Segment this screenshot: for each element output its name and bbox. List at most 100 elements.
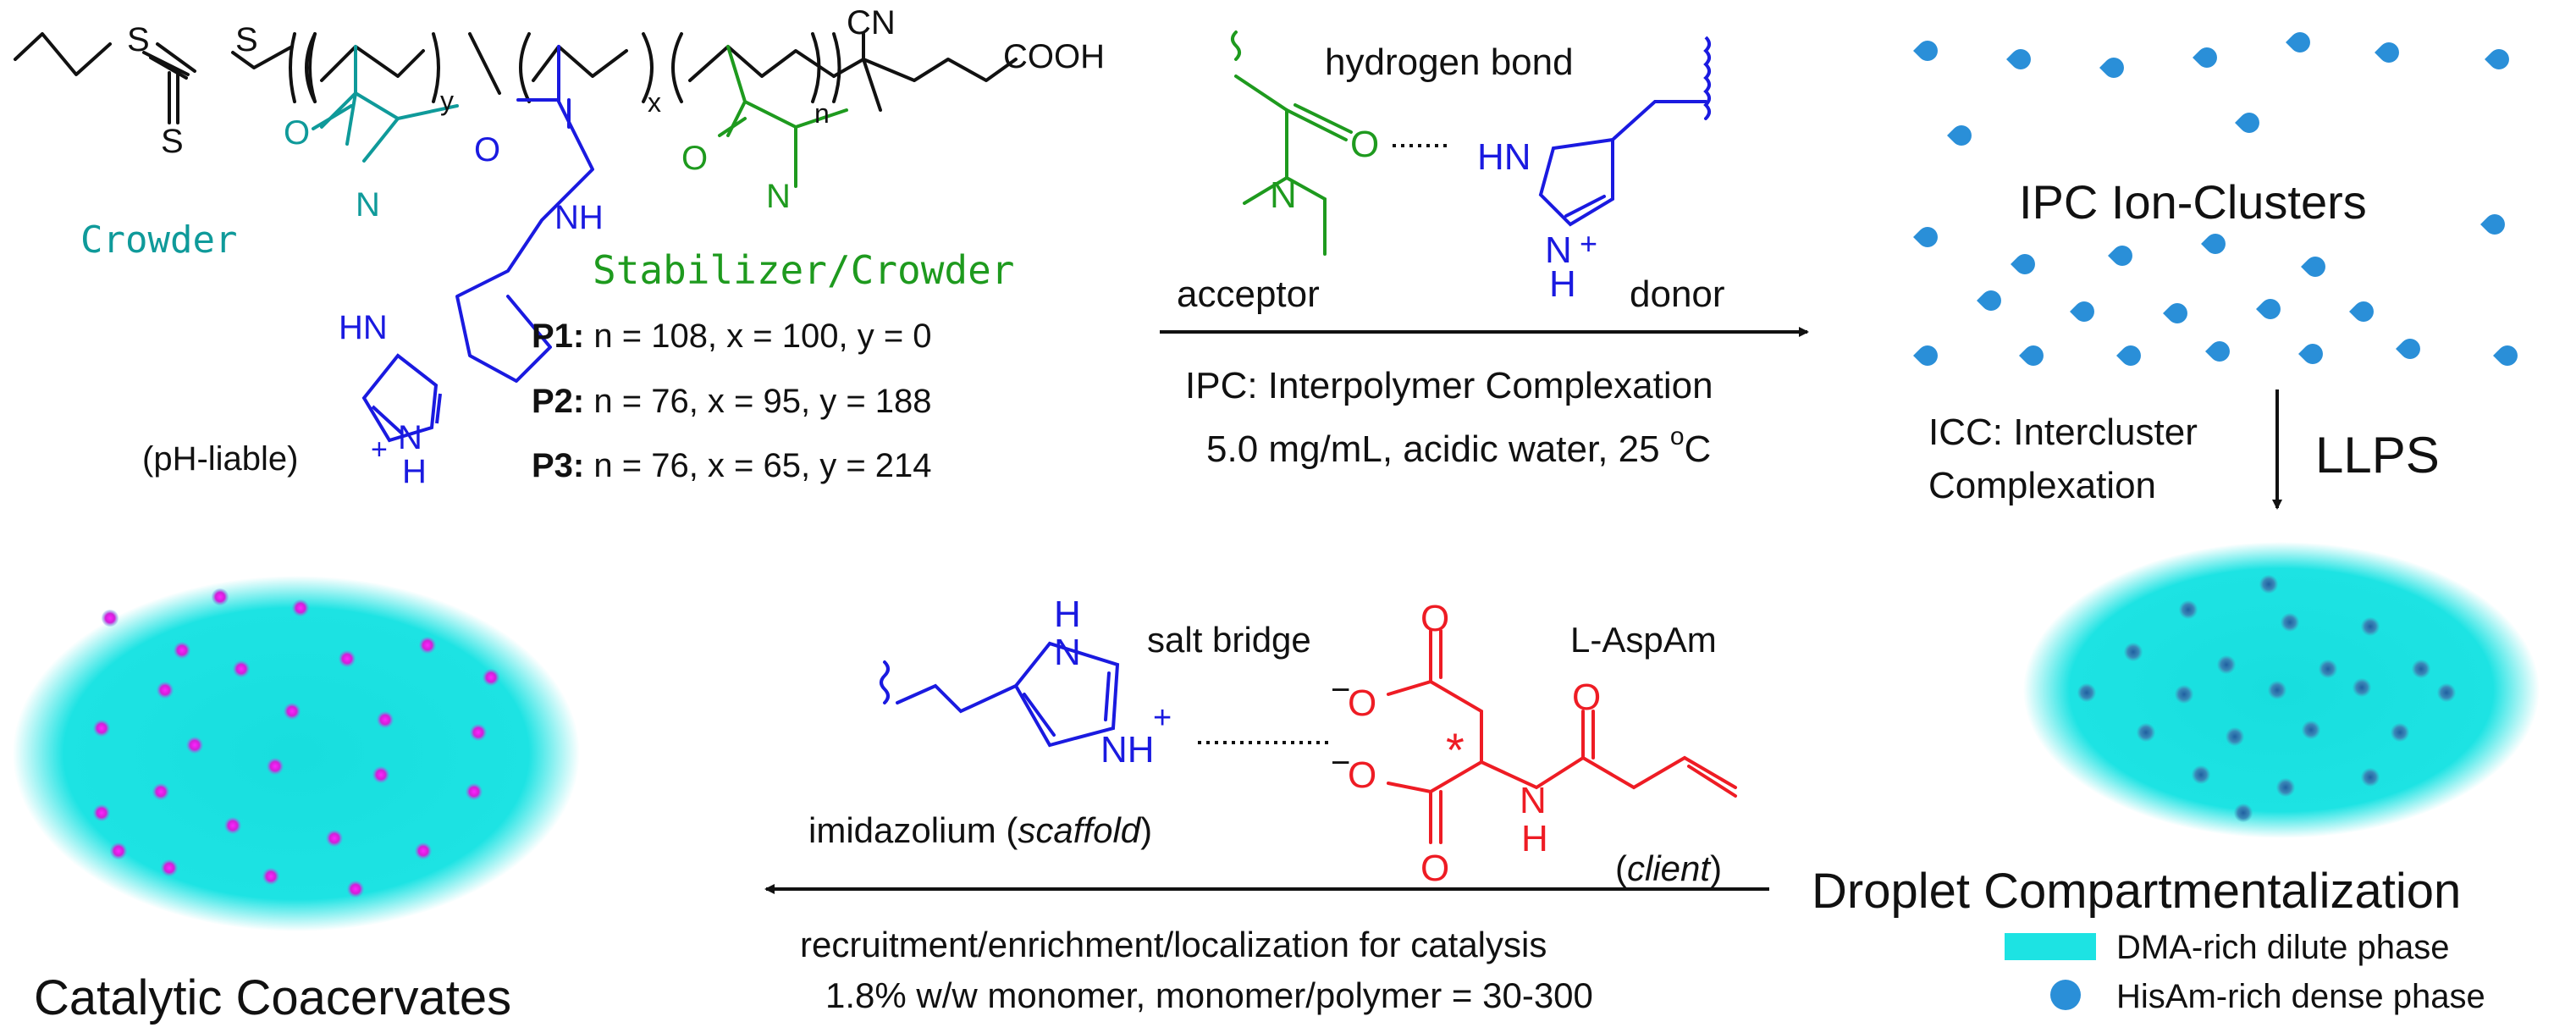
droplet-dense-dot — [2137, 723, 2155, 742]
coacervate-catalyst-dot — [292, 599, 309, 616]
droplet-dense-dot — [2226, 727, 2244, 746]
p2-values: n = 76, x = 95, y = 188 — [584, 383, 931, 420]
recruitment-label: recruitment/enrichment/localization for … — [800, 925, 1547, 964]
ion-cluster-dot — [2493, 345, 2518, 366]
droplet-dense-dot — [2077, 683, 2096, 702]
polymer-s-right: S — [235, 21, 258, 58]
ion-cluster-dot — [2480, 214, 2505, 235]
ion-cluster-dot — [2099, 58, 2124, 79]
coacervate-catalyst-dot — [262, 868, 279, 885]
saltbridge-imidazolium-structure — [880, 641, 1120, 748]
coacervate-catalyst-dot — [93, 804, 110, 821]
droplet-dense-dot — [2319, 660, 2337, 678]
polymer-imidazolium-ring — [361, 353, 442, 443]
coacervate-catalyst-dot — [372, 766, 389, 783]
ion-cluster-dot — [1977, 290, 2001, 311]
coacervate-catalyst-dot — [419, 637, 436, 654]
ion-cluster-dot — [2375, 42, 2399, 63]
green-amide-n: N — [766, 178, 791, 215]
coacervate-catalyst-dot — [377, 711, 394, 728]
ring-n: N — [398, 419, 422, 456]
donor-label: donor — [1630, 273, 1725, 315]
droplet-dense-dot — [2391, 723, 2409, 742]
green-carbonyl-o: O — [681, 140, 708, 177]
ion-cluster-dot — [1947, 125, 1972, 146]
ring-h: H — [402, 453, 427, 490]
aspam-minus1: − — [1331, 671, 1350, 709]
droplet-dense-dot — [2175, 685, 2193, 704]
hbond-donor-h: H — [1549, 263, 1576, 305]
p1-composition: P1: n = 108, x = 100, y = 0 — [532, 318, 932, 355]
coacervate-ellipse — [13, 576, 580, 931]
blue-amide-nh: NH — [554, 199, 604, 236]
coacervate-catalyst-dot — [157, 682, 174, 699]
hbond-acceptor-o: O — [1350, 124, 1379, 165]
hbond-acceptor-n: N — [1270, 174, 1297, 216]
hbond-donor-structure — [1538, 36, 1711, 227]
hbond-donor-n: N — [1545, 229, 1572, 271]
aspam-minus2: − — [1331, 744, 1350, 782]
coacervate-catalyst-dot — [326, 830, 343, 847]
ipc-celsius: C — [1685, 428, 1712, 470]
coacervate-catalyst-dot — [470, 724, 487, 741]
p1-label: P1: — [532, 318, 584, 355]
coacervate-catalyst-dot — [102, 610, 119, 627]
droplet-dense-dots — [2077, 575, 2456, 822]
legend-dense-swatch — [2050, 980, 2081, 1010]
imidazolium-text: imidazolium ( — [808, 810, 1018, 850]
sb-ring-nh: NH — [1100, 729, 1155, 771]
ion-cluster-dot — [2205, 341, 2230, 362]
teal-amide-n: N — [356, 186, 380, 224]
p2-label: P2: — [532, 383, 584, 420]
crowder-label: Crowder — [80, 218, 237, 262]
sb-ring-n: N — [1054, 632, 1081, 673]
ion-cluster-dot — [2006, 49, 2031, 69]
ion-cluster-dot — [1913, 227, 1938, 247]
ion-cluster-dot — [2256, 299, 2281, 320]
aspam-label: L-AspAm — [1570, 620, 1717, 660]
p3-values: n = 76, x = 65, y = 214 — [584, 447, 931, 484]
droplet-dense-dot — [2234, 804, 2253, 822]
coacervate-catalyst-dot — [415, 842, 432, 859]
teal-carbonyl-o: O — [284, 114, 310, 152]
polymer-s-left: S — [127, 21, 150, 58]
droplet-dense-dot — [2179, 600, 2198, 619]
client-close: ) — [1710, 848, 1722, 888]
polymer-structure — [14, 32, 1018, 383]
scaffold-text: scaffold — [1018, 810, 1141, 850]
aspam-o5: O — [1572, 677, 1601, 718]
ion-cluster-dot — [2019, 345, 2044, 366]
coacervate-catalyst-dot — [466, 783, 483, 800]
ion-clusters-title: IPC Ion-Clusters — [2019, 175, 2367, 229]
ring-plus: + — [371, 434, 388, 466]
sb-ring-plus: + — [1153, 700, 1172, 736]
sb-ring-h: H — [1054, 594, 1081, 635]
ion-cluster-dot — [2396, 339, 2420, 360]
hbond-title: hydrogen bond — [1325, 41, 1574, 83]
ion-cluster-dot — [2301, 257, 2325, 277]
ipc-degree: o — [1670, 423, 1685, 450]
block-y-subscript: y — [440, 86, 454, 116]
droplet-dense-dot — [2217, 655, 2236, 674]
ion-cluster-dot — [2163, 303, 2187, 323]
droplet-dense-dot — [2437, 683, 2456, 702]
coacervates-title: Catalytic Coacervates — [34, 970, 511, 1025]
ion-cluster-dots — [1913, 32, 2518, 366]
client-label: (client) — [1615, 848, 1722, 888]
carboxyl-group: COOH — [1003, 38, 1105, 75]
icc-line1: ICC: Intercluster — [1928, 412, 2198, 453]
blue-carbonyl-o: O — [474, 131, 500, 168]
droplet-dense-dot — [2192, 765, 2210, 784]
droplet-dense-dot — [2412, 660, 2430, 678]
ion-cluster-dot — [2070, 301, 2094, 323]
ph-liable-label: (pH-liable) — [142, 440, 299, 478]
ion-cluster-dot — [1913, 345, 1938, 366]
ring-hn: HN — [339, 309, 388, 346]
ipc-conditions-text: 5.0 mg/mL, acidic water, 25 — [1206, 428, 1670, 470]
ipc-label: IPC: Interpolymer Complexation — [1185, 365, 1713, 406]
chiral-star: * — [1446, 723, 1465, 776]
hbond-donor-plus: + — [1580, 226, 1597, 261]
droplet-dense-dot — [2268, 681, 2286, 699]
coacervate-catalyst-dot — [174, 642, 190, 659]
